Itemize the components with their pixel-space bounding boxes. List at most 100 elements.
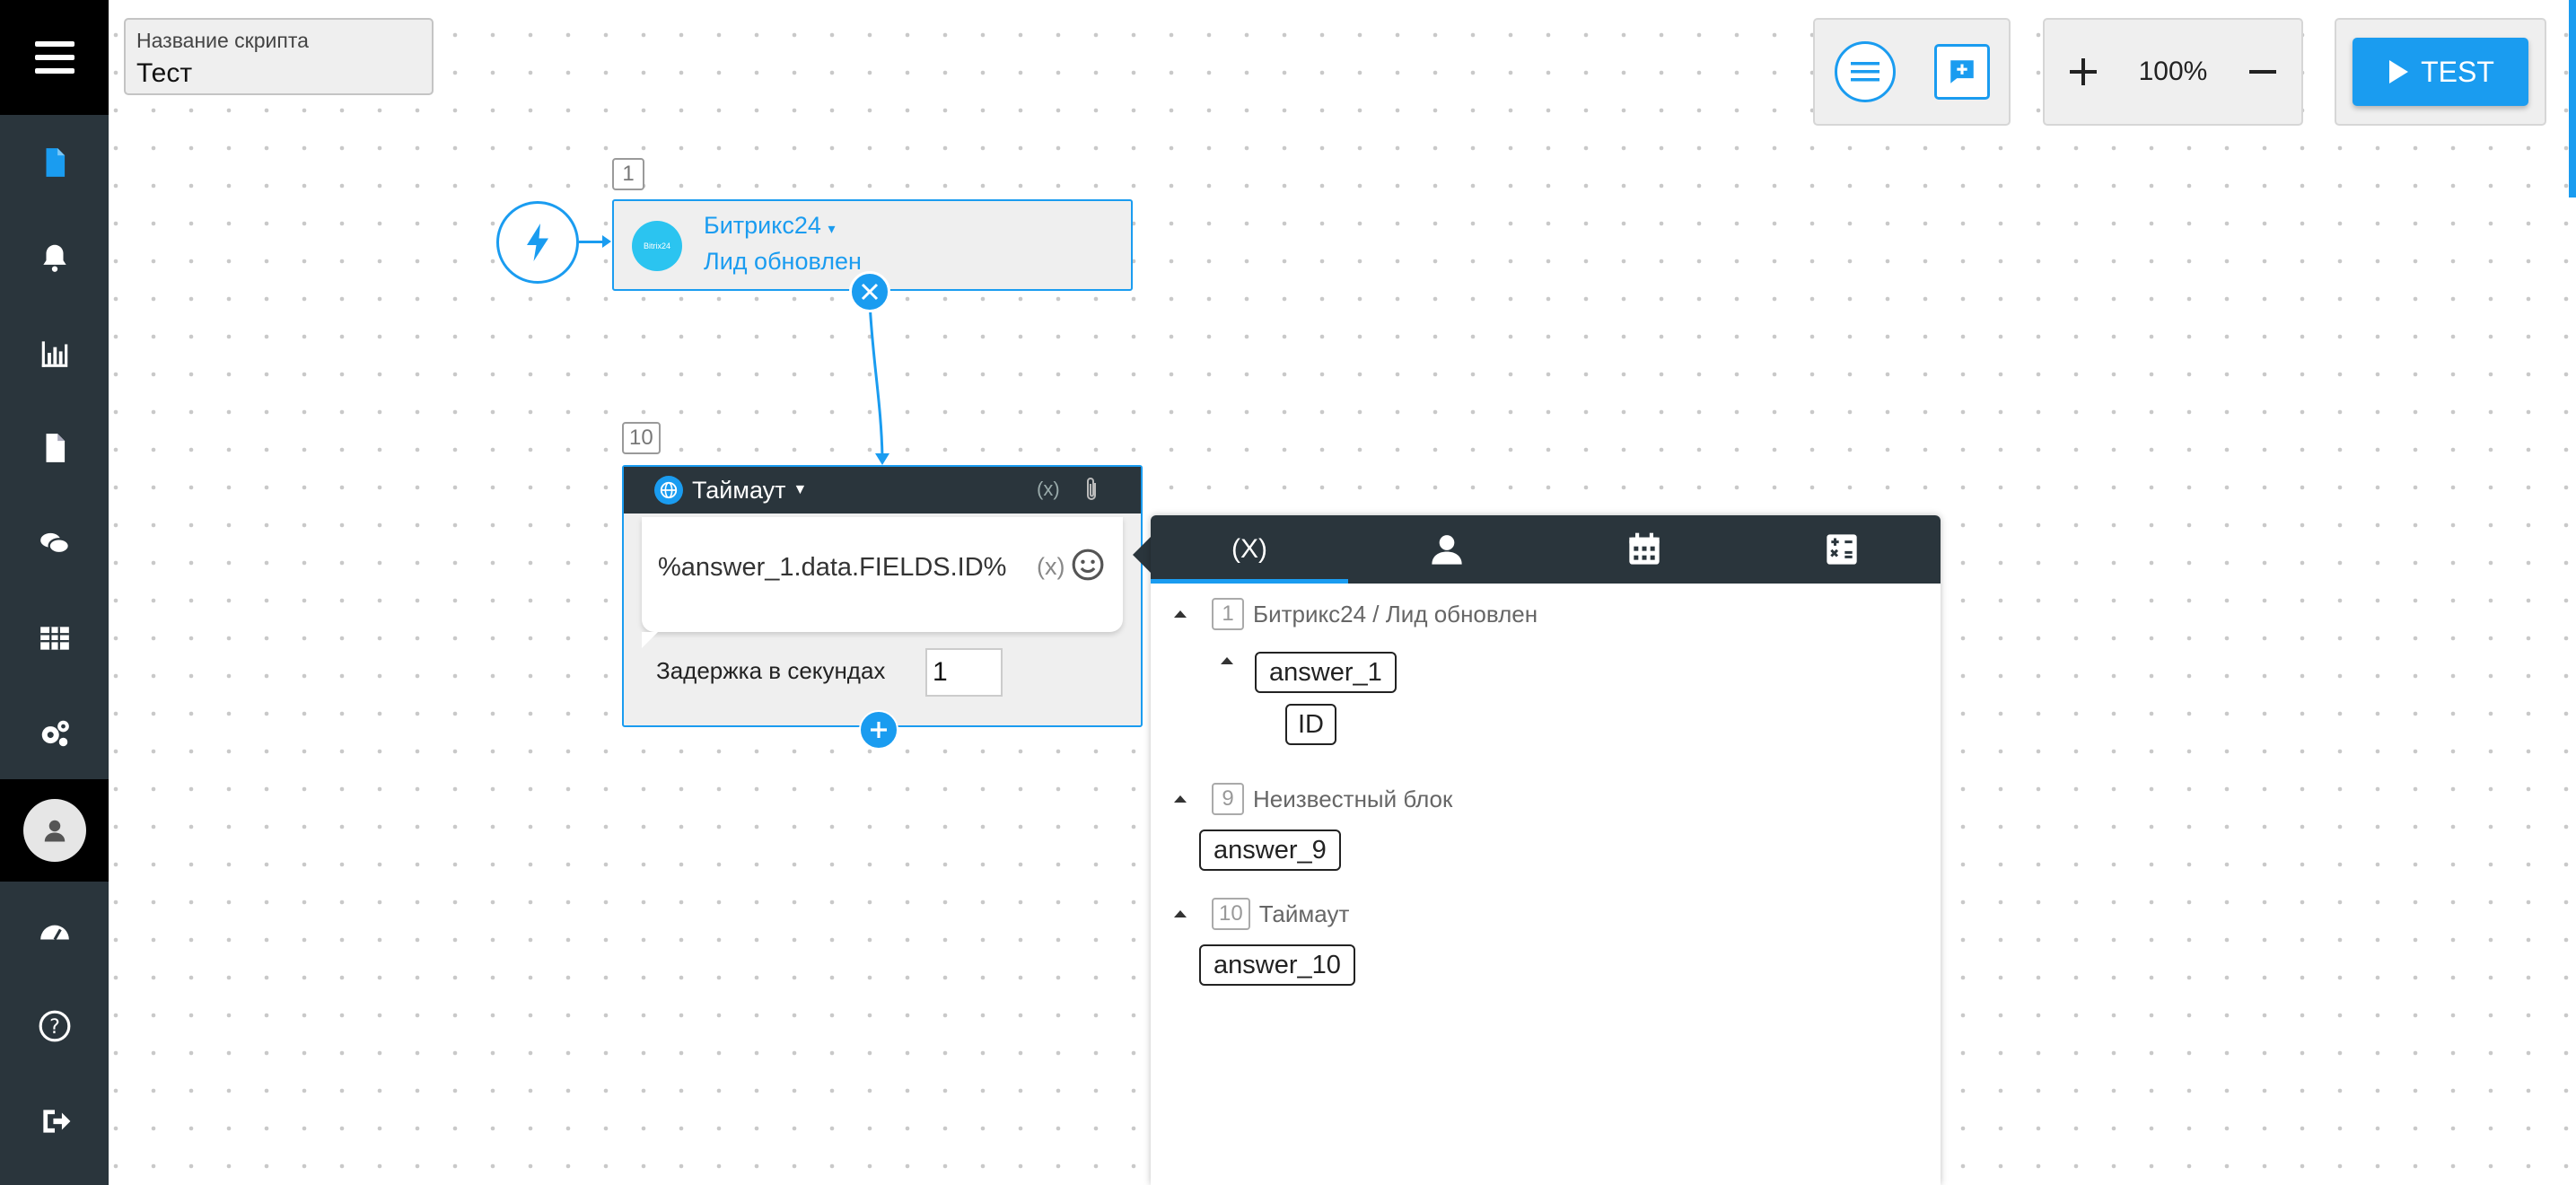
group-number: 9 [1212, 783, 1244, 815]
calculator-icon [1827, 534, 1857, 565]
sidebar-item-logout[interactable] [0, 1074, 109, 1168]
gears-icon [41, 720, 69, 746]
list-icon [1850, 62, 1879, 82]
bitrix-logo: Bitrix24 [632, 221, 682, 271]
avatar [22, 799, 86, 862]
test-button-label: TEST [2421, 55, 2494, 88]
group-title: Неизвестный блок [1253, 785, 1453, 812]
script-name-label: Название скрипта [136, 29, 309, 52]
user-icon [44, 820, 65, 842]
panel-pointer [1133, 537, 1151, 573]
sidebar-item-stats[interactable] [0, 305, 109, 399]
node-number-badge: 10 [622, 422, 661, 454]
logout-icon [42, 1109, 70, 1133]
bitrix-node-title[interactable]: Битрикс24 ▾ [704, 212, 835, 240]
document-icon [46, 147, 65, 177]
file-icon [46, 433, 65, 462]
remove-connection-button[interactable] [849, 271, 890, 312]
script-name-value[interactable]: Тест [136, 58, 193, 88]
sidebar-item-profile[interactable] [0, 779, 109, 882]
lightning-icon [527, 224, 548, 261]
caret-up-icon [1174, 795, 1187, 803]
delay-label: Задержка в секундах [656, 657, 886, 684]
tab-variables[interactable]: (X) [1151, 515, 1348, 584]
tab-calculator[interactable] [1743, 515, 1941, 584]
attachment-icon[interactable] [1082, 476, 1101, 505]
variables-panel: (X) 1 Битрикс24 / Лид обновлен answer_1 … [1151, 515, 1941, 1185]
scrollbar[interactable] [2569, 0, 2576, 198]
test-button[interactable]: TEST [2353, 38, 2528, 106]
user-icon [1432, 535, 1462, 565]
plus-icon [2069, 58, 2097, 85]
tab-user[interactable] [1348, 515, 1546, 584]
timeout-node[interactable]: Таймаут ▼ (x) %answer_1.data.FIELDS.ID% … [622, 465, 1143, 727]
message-variable-button[interactable]: (x) [1037, 553, 1065, 580]
list-view-button[interactable] [1834, 41, 1896, 102]
caret-up-icon [1174, 910, 1187, 917]
sidebar-item-scripts[interactable] [0, 115, 109, 209]
play-icon [2389, 60, 2409, 83]
calendar-icon [1629, 532, 1660, 565]
group-title: Битрикс24 / Лид обновлен [1253, 600, 1538, 628]
zoom-out-button[interactable] [2241, 50, 2284, 93]
insert-variable-button[interactable]: (x) [1037, 478, 1060, 500]
add-comment-icon [1950, 60, 1974, 83]
group-number: 1 [1212, 598, 1244, 630]
zoom-in-button[interactable] [2062, 50, 2105, 93]
variable-group-1[interactable]: 1 Битрикс24 / Лид обновлен [1174, 598, 1538, 630]
timeout-node-header[interactable]: Таймаут ▼ (x) [624, 467, 1141, 514]
minus-icon [2249, 70, 2277, 74]
variable-chip[interactable]: ID [1285, 704, 1336, 745]
sidebar-item-notifications[interactable] [0, 210, 109, 304]
group-title: Таймаут [1258, 900, 1350, 927]
table-icon [39, 626, 69, 650]
emoji-icon[interactable] [1071, 548, 1105, 582]
caret-up-icon [1221, 657, 1233, 664]
bitrix-node-subtitle: Лид обновлен [704, 248, 862, 275]
sidebar-item-chats[interactable] [0, 496, 109, 590]
zoom-level: 100% [2138, 57, 2208, 86]
variable-group-9[interactable]: 9 Неизвестный блок [1174, 783, 1452, 815]
caret-up-icon [1174, 610, 1187, 618]
bar-chart-icon [41, 340, 67, 367]
sidebar-item-help[interactable]: ? [0, 979, 109, 1073]
trigger-node[interactable] [496, 201, 579, 284]
view-controls [1813, 18, 2011, 126]
script-name-field[interactable]: Название скрипта Тест [124, 18, 434, 95]
bitrix-title-text: Битрикс24 [704, 212, 821, 239]
caret-down-icon[interactable]: ▼ [793, 482, 808, 497]
add-comment-button[interactable] [1933, 44, 1990, 100]
variables-icon: (X) [1231, 534, 1267, 564]
timeout-node-title: Таймаут [692, 476, 786, 504]
sidebar-item-tables[interactable] [0, 591, 109, 685]
group-number: 10 [1212, 898, 1250, 930]
caret-down-icon: ▾ [828, 222, 836, 237]
hamburger-icon [34, 41, 74, 74]
variable-chip[interactable]: answer_9 [1199, 830, 1341, 871]
zoom-controls: 100% [2043, 18, 2303, 126]
globe-icon [654, 476, 683, 505]
sidebar-item-files[interactable] [0, 400, 109, 495]
trigger-connector [579, 235, 611, 248]
variables-panel-tabs: (X) [1151, 515, 1941, 584]
menu-button[interactable] [0, 0, 109, 115]
chat-icon [39, 532, 70, 554]
message-text[interactable]: %answer_1.data.FIELDS.ID% [658, 553, 1007, 582]
tab-calendar[interactable] [1546, 515, 1743, 584]
plus-icon [871, 722, 887, 738]
variable-group-10[interactable]: 10 Таймаут [1174, 898, 1349, 930]
message-editor[interactable]: %answer_1.data.FIELDS.ID% (x) [642, 517, 1123, 648]
dashboard-icon [39, 925, 69, 940]
variable-chip[interactable]: answer_10 [1199, 944, 1355, 986]
sidebar-item-settings[interactable] [0, 686, 109, 780]
delay-input[interactable]: 1 [925, 648, 1003, 697]
svg-text:?: ? [49, 1014, 60, 1038]
help-icon: ? [39, 1010, 70, 1041]
close-icon [861, 283, 879, 301]
add-next-block-button[interactable] [859, 710, 898, 750]
variable-chip[interactable]: answer_1 [1255, 652, 1397, 693]
sidebar-item-dashboard[interactable] [0, 883, 109, 978]
test-controls: TEST [2335, 18, 2546, 126]
variable-subgroup-toggle[interactable] [1221, 657, 1233, 664]
sidebar: ? [0, 0, 109, 1185]
